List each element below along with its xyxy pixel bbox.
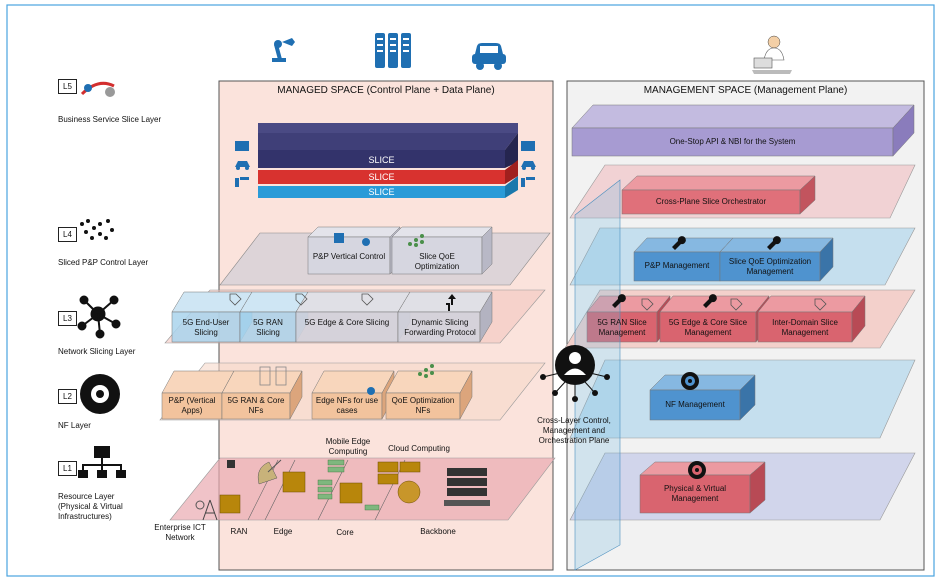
phys-mgmt-label: Physical & Virtual Management (663, 484, 727, 503)
gear-large-icon (80, 374, 120, 414)
l4-box-pp (307, 226, 401, 275)
layer-code-l2: L2 (58, 389, 77, 404)
l3-end-user-label: 5G End-User Slicing (182, 318, 230, 337)
cross-layer-label: Cross-Layer Control, Management and Orch… (537, 416, 611, 445)
l1-tiny-icons (195, 460, 235, 510)
qoe-mgmt-label: Slice QoE Optimization Management (728, 257, 812, 276)
server-icon (444, 468, 490, 506)
l3-ran-label: 5G RAN Slicing (253, 318, 283, 337)
l3-boxes (171, 291, 493, 343)
l2-pp-apps-label: P&P (Vertical Apps) (168, 396, 216, 415)
l3-forwarding-label: Dynamic Slicing Forwarding Protocol (404, 318, 476, 337)
l1-cloud-label: Cloud Computing (388, 444, 450, 453)
slice-stack (258, 123, 518, 198)
server-stack-green-icon (317, 459, 380, 511)
router-icon (219, 461, 421, 514)
target-icon (681, 372, 706, 479)
inter-domain-label: Inter-Domain Slice Management (772, 318, 838, 337)
l1-edge-label: Edge (273, 527, 293, 536)
slice-label-3: SLICE (368, 187, 395, 197)
l4-pp-control-label: P&P Vertical Control (312, 252, 386, 261)
api-label: One-Stop API & NBI for the System (669, 137, 796, 146)
pp-mgmt-label: P&P Management (644, 261, 710, 270)
person-hub-icon (540, 345, 610, 402)
layer-code-l1: L1 (58, 461, 77, 476)
l2-ran-core-label: 5G RAN & Core NFs (227, 396, 285, 415)
layer-code-l3: L3 (58, 311, 77, 326)
l4-qoe-label: Slice QoE Optimization (414, 252, 460, 271)
orchestrator-label: Cross-Plane Slice Orchestrator (655, 197, 767, 206)
layer-name-l1: Resource Layer (Physical & Virtual Infra… (58, 492, 123, 521)
l1-ran-label: RAN (230, 527, 248, 536)
network-topology-icon (78, 446, 126, 478)
l4-square-icon (334, 233, 344, 243)
edge-core-mgmt-label: 5G Edge & Core Slice Management (668, 318, 748, 337)
l1-core-label: Core (336, 528, 354, 537)
outer-frame (6, 4, 935, 577)
car-icon (472, 43, 506, 70)
network-cloud-logo-icon (80, 81, 115, 97)
slice-side-icons-right (521, 141, 536, 187)
layer-code-l4: L4 (58, 227, 77, 242)
gear-icon (362, 238, 375, 395)
l1-mec-label: Mobile Edge Computing (325, 437, 371, 456)
operator-at-laptop-icon (752, 35, 792, 74)
tower-icon (202, 499, 218, 521)
nf-mgmt-box (649, 374, 756, 421)
l1-backbone-label: Backbone (420, 527, 456, 536)
l3-edge-core-label: 5G Edge & Core Slicing (304, 318, 390, 327)
wrench-icon (612, 236, 781, 308)
slice-label-2: SLICE (368, 172, 395, 182)
l2-edge-nfs-label: Edge NFs for use cases (315, 396, 379, 415)
server-rack-icon (375, 33, 411, 68)
phone-icon (259, 366, 287, 386)
network-cloud-icon (408, 234, 434, 378)
layer-name-l3: Network Slicing Layer (58, 347, 136, 356)
tag-icon (229, 293, 827, 311)
management-space-title: MANAGEMENT SPACE (Management Plane) (643, 85, 848, 96)
managed-space-title: MANAGED SPACE (Control Plane + Data Plan… (277, 85, 495, 96)
slice-side-icons-left (235, 141, 250, 187)
l4-box-qoe (391, 226, 493, 275)
l4-mgmt-boxes (633, 237, 834, 282)
api-box (571, 104, 915, 157)
network-hub-icon (77, 295, 121, 339)
l2-qoe-nfs-label: QoE Optimization NFs (391, 396, 455, 415)
robot-arm-icon (272, 38, 295, 62)
split-arrow-icon (446, 294, 456, 311)
nf-mgmt-label: NF Management (665, 400, 725, 409)
layer-name-l2: NF Layer (58, 421, 91, 430)
slice-label-1: SLICE (368, 155, 395, 165)
l1-enterprise-label: Enterprise ICT Network (154, 523, 206, 542)
layer-name-l5: Business Service Slice Layer (58, 115, 162, 124)
ran-mgmt-label: 5G RAN Slice Management (597, 318, 647, 337)
orchestrator-box (621, 175, 816, 215)
layer-name-l4: Sliced P&P Control Layer (58, 258, 149, 267)
distributed-nodes-icon (80, 219, 114, 240)
l2-boxes (161, 370, 473, 420)
phys-mgmt-box (639, 461, 766, 514)
layer-code-l5: L5 (58, 79, 77, 94)
satellite-dish-icon (257, 459, 282, 485)
